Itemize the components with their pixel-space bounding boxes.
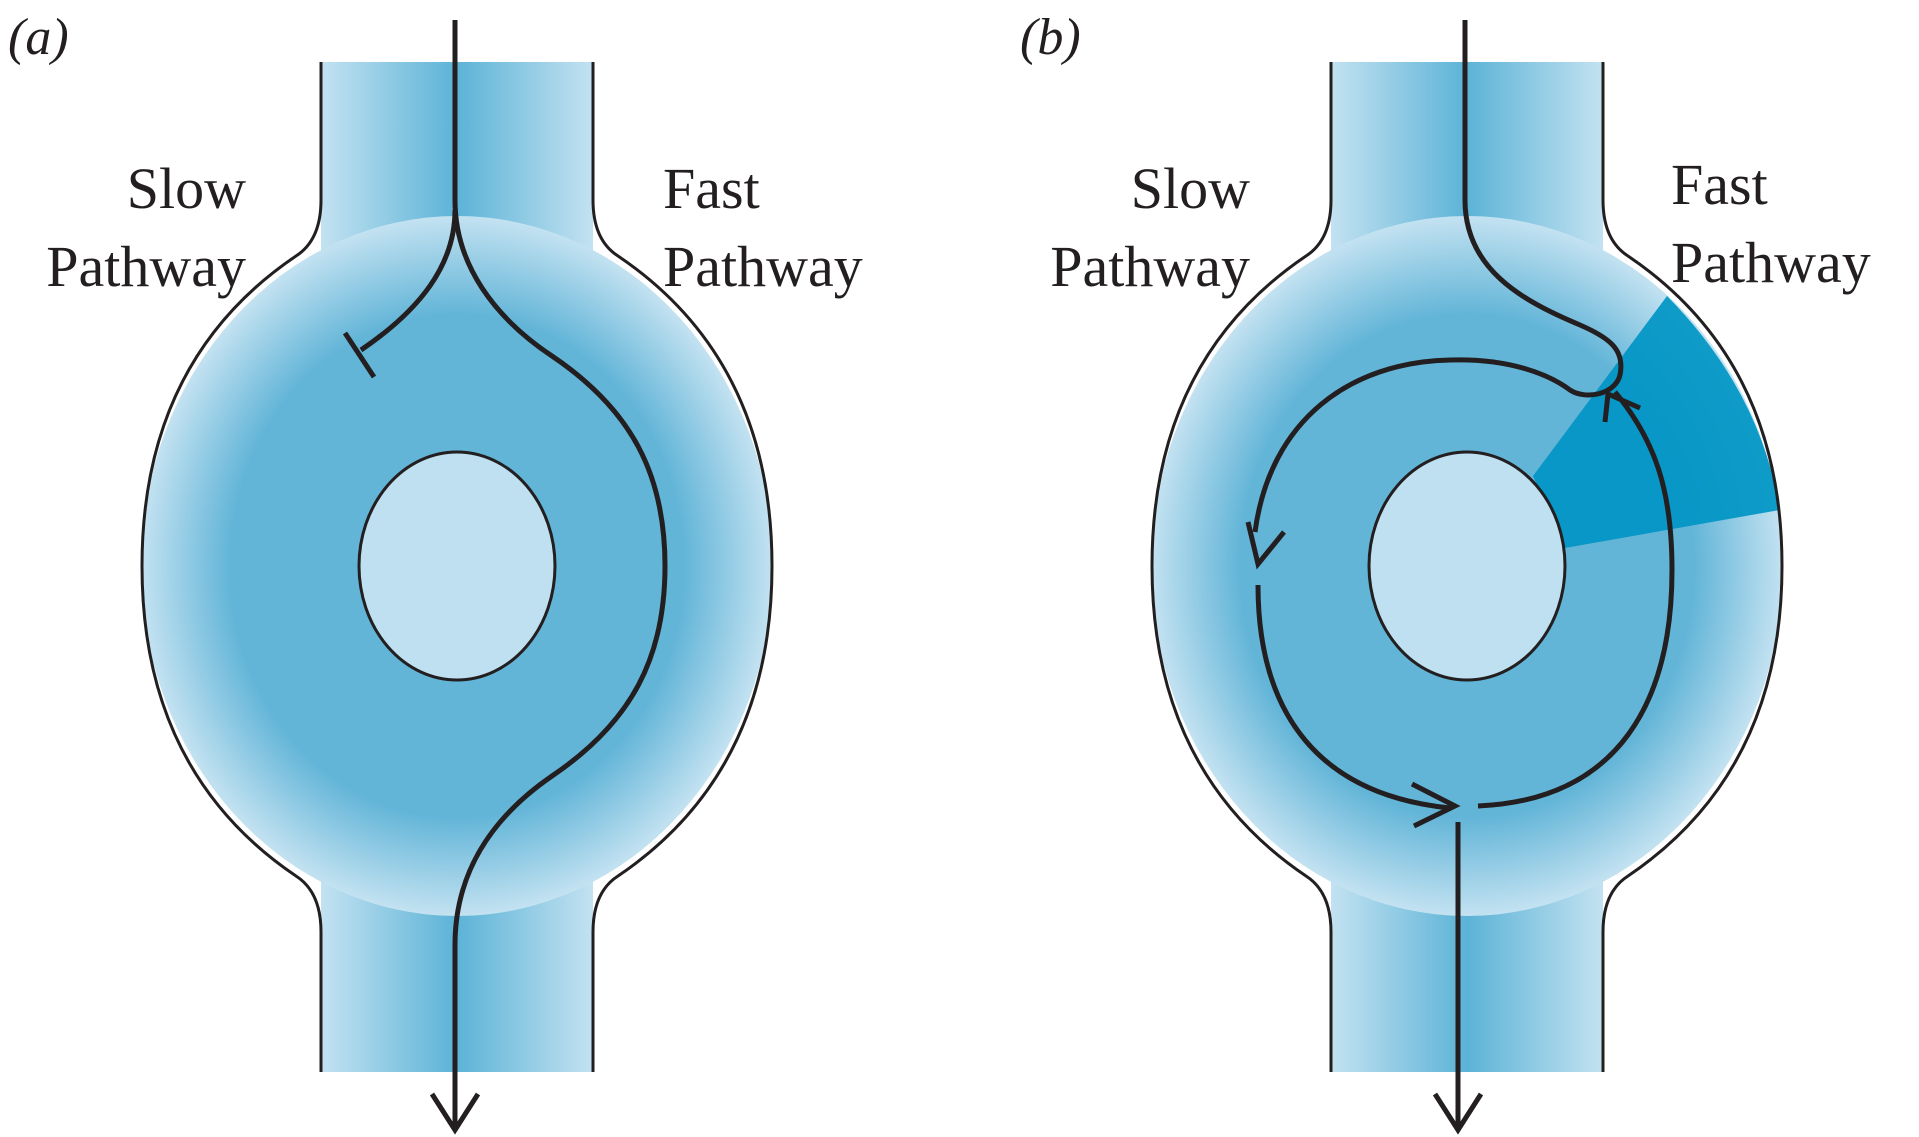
panel-b-fast-line2: Pathway: [1671, 230, 1871, 295]
panel-a-fast-pathway-label: Fast Pathway: [663, 156, 863, 299]
panel-a-slow-pathway-label: Slow Pathway: [46, 156, 246, 299]
panel-a-main-conduction-line: [452, 20, 668, 1128]
panel-a-right-outline: [591, 62, 774, 1072]
panel-b-refractory-zone: [1533, 296, 1780, 548]
panel-b-slow-line2: Pathway: [1050, 234, 1250, 299]
panel-b-reentry-arrows: [1245, 20, 1675, 1135]
panel-b-entry-conduction-line: [1252, 20, 1624, 533]
panel-b-obstacle: [1367, 450, 1567, 682]
panel-b-exit-arrowhead: [1432, 1092, 1484, 1135]
panel-b-circus-arrowhead-bottom: [1410, 781, 1461, 829]
panel-b-slow-pathway-label: Slow Pathway: [1050, 156, 1250, 299]
panel-b-reentry-lower-arc: [1255, 584, 1451, 811]
panel-a-conduction-arrows: [342, 20, 668, 1135]
panel-b-fast-pathway-label: Fast Pathway: [1671, 152, 1871, 295]
panel-a-fast-line1: Fast: [663, 156, 760, 221]
panel-b-reentry-fast-limb: [1477, 390, 1675, 809]
panel-b-label: (b): [1020, 9, 1081, 66]
panel-a-blocked-slow-branch: [359, 209, 458, 353]
panel-b-right-outline: [1601, 62, 1784, 1072]
panel-a-obstacle: [357, 450, 557, 682]
panel-a-fast-line2: Pathway: [663, 234, 863, 299]
panel-a-label: (a): [8, 9, 69, 66]
panel-a-exit-arrowhead: [429, 1092, 481, 1135]
panel-b-slow-line1: Slow: [1131, 156, 1250, 221]
panel-b-left-outline: [1150, 62, 1333, 1072]
panel-b: (b) Slow Pathway Fast Pathway: [1020, 9, 1871, 1135]
panel-b-fast-line1: Fast: [1671, 152, 1768, 217]
panel-a-slow-line2: Pathway: [46, 234, 246, 299]
panel-a-slow-line1: Slow: [127, 156, 246, 221]
panel-b-circus-arrowhead-left: [1245, 521, 1286, 570]
panel-a-left-outline: [140, 62, 323, 1072]
panel-a: (a) Slow Pathway Fast Pathway: [8, 9, 863, 1135]
panel-a-block-bar: [342, 331, 377, 379]
panel-b-circus-arrowhead-top: [1602, 390, 1642, 423]
